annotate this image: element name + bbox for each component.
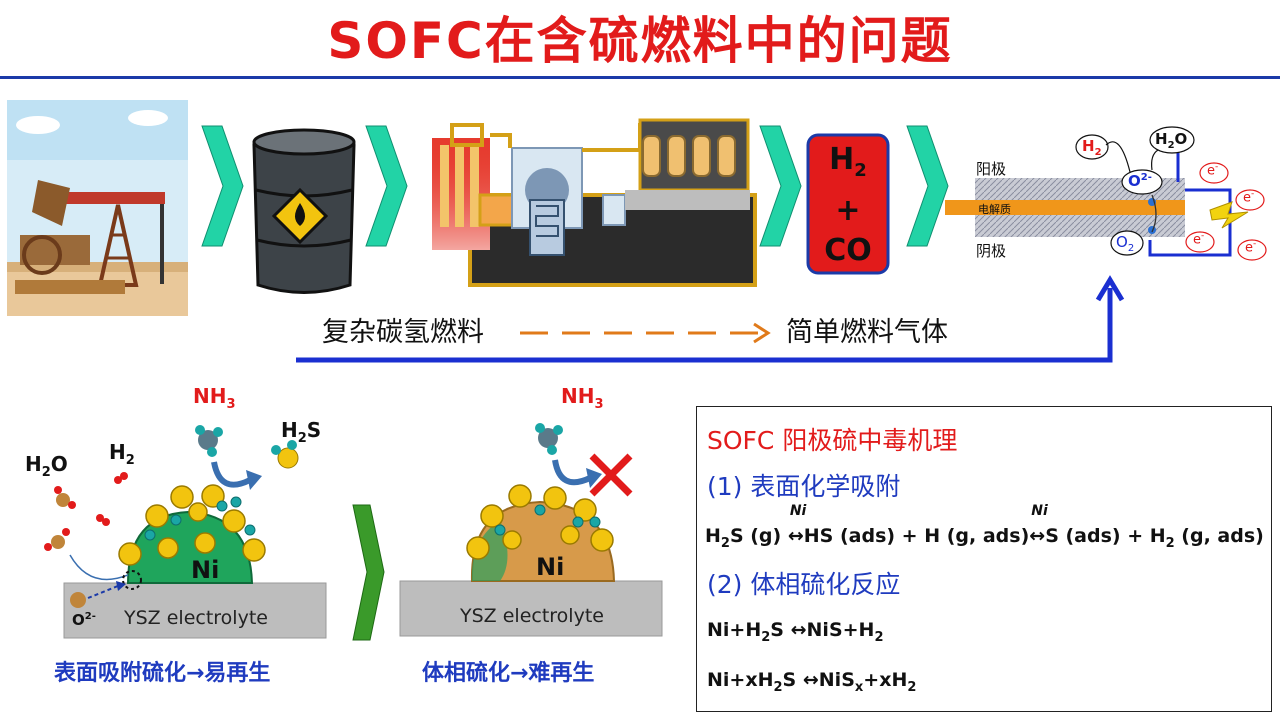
mechanism-heading: SOFC 阳极硫中毒机理 bbox=[707, 426, 958, 455]
left-substrate-label: YSZ electrolyte bbox=[124, 607, 268, 629]
syngas-box bbox=[806, 133, 890, 275]
title-divider bbox=[0, 76, 1280, 79]
flow-chevron-1 bbox=[201, 125, 244, 247]
left-caption: 表面吸附硫化→易再生 bbox=[54, 661, 271, 686]
oil-pump-illustration bbox=[7, 100, 188, 316]
equation-3: Ni+xH2S ↔NiSx+xH2 bbox=[707, 669, 917, 695]
mechanism-step-2: (2) 体相硫化反应 bbox=[707, 570, 901, 599]
mechanism-step-1: (1) 表面化学吸附 bbox=[707, 472, 901, 501]
flow-chevron-2 bbox=[365, 125, 408, 247]
transition-arrow bbox=[352, 504, 385, 641]
left-ni-label: Ni bbox=[191, 556, 220, 584]
right-nh3-label: NH3 bbox=[561, 384, 604, 412]
electron-label-3: e- bbox=[1193, 231, 1205, 248]
left-nh3-label: NH3 bbox=[193, 384, 236, 412]
right-substrate-label: YSZ electrolyte bbox=[460, 605, 604, 627]
left-o2minus-label: O2- bbox=[72, 611, 96, 629]
refinery-illustration bbox=[432, 118, 757, 287]
cathode-label: 阴极 bbox=[976, 242, 1007, 260]
cell-h2-label: H2 bbox=[1082, 137, 1102, 158]
right-ni-label: Ni bbox=[536, 553, 565, 581]
electron-label-4: e- bbox=[1245, 239, 1257, 256]
h2o-label: H2O bbox=[25, 452, 68, 480]
simple-fuel-label: 简单燃料气体 bbox=[786, 317, 948, 348]
flow-chevron-3 bbox=[759, 125, 802, 247]
fuel-supply-arrow bbox=[296, 275, 1125, 363]
mechanism-panel: SOFC 阳极硫中毒机理 (1) 表面化学吸附 H2S (g) Ni↔HS (a… bbox=[696, 406, 1272, 712]
h2-label: H2 bbox=[109, 440, 135, 468]
syngas-h: H bbox=[829, 142, 855, 177]
anode-label: 阳极 bbox=[976, 160, 1007, 178]
syngas-label: H2 + CO bbox=[808, 140, 888, 271]
syngas-co: CO bbox=[824, 233, 872, 268]
syngas-h-sub: 2 bbox=[854, 160, 867, 181]
h2s-label: H2S bbox=[281, 418, 322, 446]
bulk-sulfidation-diagram bbox=[399, 423, 663, 637]
cell-h2o-label: H2O bbox=[1155, 130, 1188, 151]
blocked-cross-icon bbox=[589, 453, 633, 497]
page-title: SOFC在含硫燃料中的问题 bbox=[327, 12, 953, 70]
flow-chevron-4 bbox=[906, 125, 949, 247]
conversion-dashed-arrow bbox=[520, 322, 771, 344]
cell-o2minus-label: O2- bbox=[1128, 172, 1152, 190]
electron-label-1: e- bbox=[1207, 162, 1219, 179]
oil-barrel-icon bbox=[252, 128, 356, 294]
equation-1: H2S (g) Ni↔HS (ads) + H (g, ads)Ni↔S (ad… bbox=[705, 503, 1264, 551]
right-caption: 体相硫化→难再生 bbox=[422, 661, 595, 686]
cell-o2-label: O2 bbox=[1116, 233, 1135, 254]
electrolyte-label: 电解质 bbox=[978, 203, 1011, 216]
fuel-cell-schematic bbox=[945, 126, 1267, 261]
complex-fuel-label: 复杂碳氢燃料 bbox=[322, 317, 484, 348]
equation-2: Ni+H2S ↔NiS+H2 bbox=[707, 619, 884, 645]
syngas-plus: + bbox=[835, 193, 861, 228]
electron-label-2: e- bbox=[1243, 189, 1255, 206]
surface-adsorption-diagram bbox=[44, 425, 327, 639]
